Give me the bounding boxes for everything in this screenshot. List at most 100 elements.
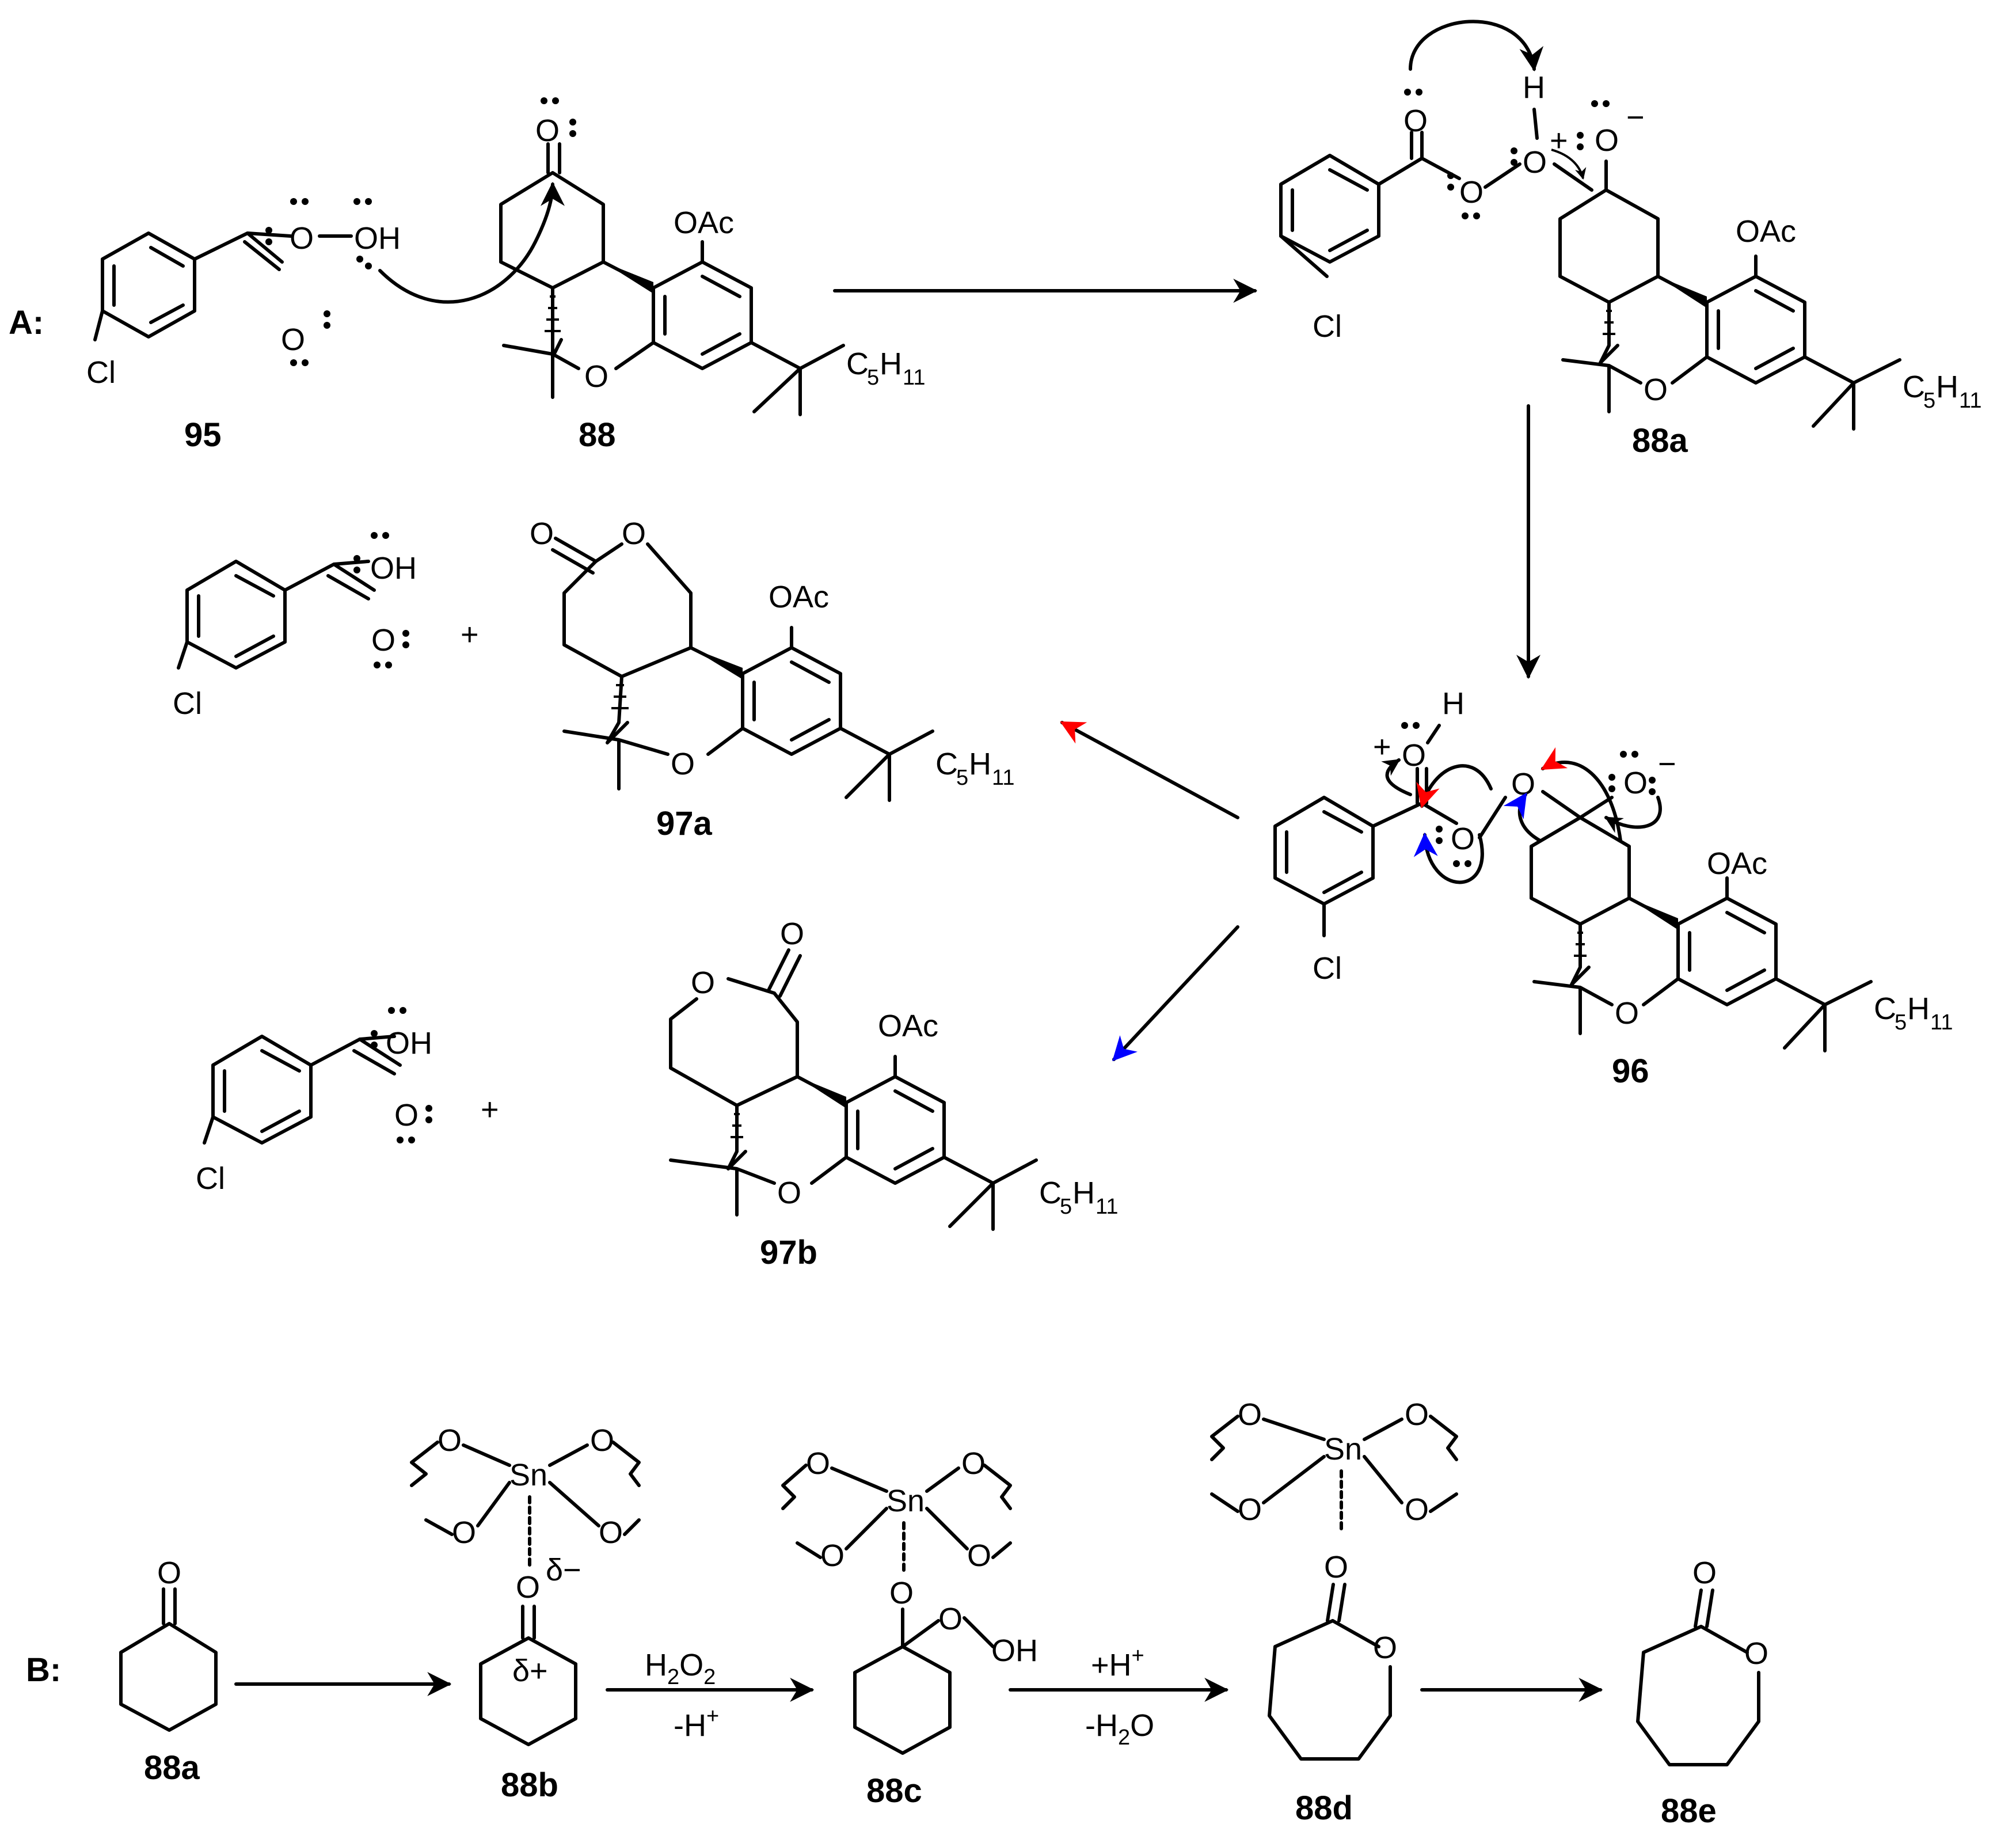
atom-oac: OAc [1707, 846, 1767, 881]
molecule-96: Cl O + H O O O − OAc O C 5 H 11 96 [1273, 686, 1953, 1090]
atom-h: H [1442, 686, 1465, 721]
reagent-minus-h: -H+ [674, 1704, 719, 1743]
atom-o: O [1402, 738, 1426, 773]
atom-c5-sub: 5 [956, 766, 968, 790]
atom-oh: OH [370, 551, 417, 586]
atom-oac: OAc [769, 580, 829, 614]
reagent-minus-h2o: -H2O [1085, 1708, 1154, 1750]
molecule-88c: Sn O O O O O O OH 88c [781, 1446, 1038, 1810]
atom-o: O [590, 1423, 614, 1458]
atom-c5: C [846, 347, 869, 381]
atom-o: O [599, 1515, 623, 1550]
atom-o: O [1692, 1556, 1717, 1590]
label-97a: 97a [656, 805, 713, 842]
atom-o: O [516, 1570, 540, 1605]
atom-o: O [371, 623, 395, 658]
reagent-plus-h: +H+ [1091, 1644, 1144, 1682]
atom-o: O [394, 1098, 419, 1132]
atom-o: O [438, 1423, 462, 1458]
label-delta-minus: δ− [546, 1553, 581, 1587]
atom-c5-sub: 5 [1895, 1010, 1907, 1035]
atom-c5-sub: 5 [1923, 389, 1935, 413]
atom-o: O [1373, 1631, 1397, 1665]
atom-cl: Cl [86, 355, 116, 390]
atom-sn: Sn [1324, 1432, 1362, 1466]
atom-o: O [1623, 766, 1648, 800]
atom-cl: Cl [1313, 309, 1342, 344]
atom-o: O [671, 747, 695, 781]
label-88c: 88c [866, 1772, 922, 1810]
molecule-mcba-1: Cl OH O [173, 532, 417, 721]
atom-oac: OAc [878, 1009, 938, 1043]
atom-h11-sub: 11 [903, 366, 925, 390]
molecule-88e: O O 88e [1636, 1556, 1768, 1828]
atom-o: O [1324, 1550, 1348, 1584]
molecule-88a-intermediate: Cl O O O H + O − OAc O C 5 H 11 88 [1279, 20, 1981, 459]
atom-h11-sub: 11 [1930, 1010, 1953, 1035]
charge-plus: + [1373, 729, 1391, 764]
label-88a-top: 88a [1632, 422, 1688, 459]
atom-h11: H [1936, 370, 1958, 404]
conditions-step-3: +H+ -H2O [1009, 1644, 1229, 1750]
atom-cl: Cl [173, 686, 202, 721]
atom-o: O [820, 1538, 845, 1573]
plus-sign: + [461, 617, 479, 652]
atom-o: O [938, 1602, 963, 1636]
atom-h11-sub: 11 [1959, 389, 1981, 413]
atom-o: O [1595, 123, 1619, 158]
atom-sn: Sn [887, 1484, 925, 1518]
atom-h11-sub: 11 [992, 766, 1014, 790]
atom-o: O [806, 1446, 830, 1481]
molecule-88a: O 88a [119, 1556, 218, 1787]
atom-o: O [1238, 1492, 1262, 1527]
atom-oh: OH [386, 1026, 432, 1061]
molecule-97b: O O OAc O C 5 H 11 97b [669, 917, 1118, 1271]
label-88d: 88d [1295, 1789, 1353, 1827]
atom-o: O [780, 917, 804, 951]
molecule-97a: O O OAc O C 5 H 11 97a [530, 516, 1014, 842]
atom-c5: C [1039, 1176, 1062, 1210]
atom-c5: C [1874, 991, 1896, 1026]
atom-o: O [691, 966, 715, 1000]
label-97b: 97b [760, 1234, 817, 1271]
atom-o: O [1405, 1397, 1429, 1432]
atom-h11: H [1072, 1176, 1095, 1210]
atom-c5-sub: 5 [867, 366, 879, 390]
plus-sign: + [481, 1092, 499, 1127]
atom-o: O [1238, 1397, 1262, 1432]
atom-c5-sub: 5 [1060, 1195, 1072, 1219]
charge-minus: − [1626, 100, 1645, 135]
molecule-88: O OAc O C 5 H 11 88 [499, 97, 925, 454]
atom-c5: C [1903, 370, 1925, 404]
atom-o: O [1523, 145, 1547, 180]
atom-o: O [1459, 175, 1484, 210]
atom-o: O [584, 359, 608, 394]
atom-o: O [530, 516, 554, 551]
atom-sn: Sn [509, 1458, 547, 1492]
conditions-step-2: H2O2 -H+ [606, 1648, 815, 1743]
atom-o: O [889, 1576, 914, 1610]
atom-o: O [622, 516, 646, 551]
atom-o: O [1615, 996, 1639, 1031]
atom-oh: OH [354, 221, 401, 256]
atom-h11: H [880, 347, 902, 381]
atom-o: O [281, 322, 305, 357]
atom-o: O [1403, 104, 1428, 138]
molecule-95: Cl O O OH 95 [86, 198, 401, 454]
atom-o: O [157, 1556, 181, 1590]
label-delta-plus: δ+ [512, 1654, 548, 1688]
atom-h11: H [1907, 991, 1930, 1026]
label-96: 96 [1612, 1052, 1649, 1090]
atom-cl: Cl [196, 1161, 225, 1196]
label-88a: 88a [144, 1749, 200, 1787]
atom-o: O [535, 113, 560, 148]
atom-o: O [1644, 373, 1668, 407]
atom-o: O [290, 221, 314, 256]
atom-o: O [1405, 1492, 1429, 1527]
label-88: 88 [579, 416, 616, 454]
atom-h: H [1523, 70, 1545, 105]
reagent-h2o2: H2O2 [645, 1648, 716, 1689]
atom-o: O [1744, 1636, 1768, 1671]
atom-o: O [967, 1538, 991, 1573]
